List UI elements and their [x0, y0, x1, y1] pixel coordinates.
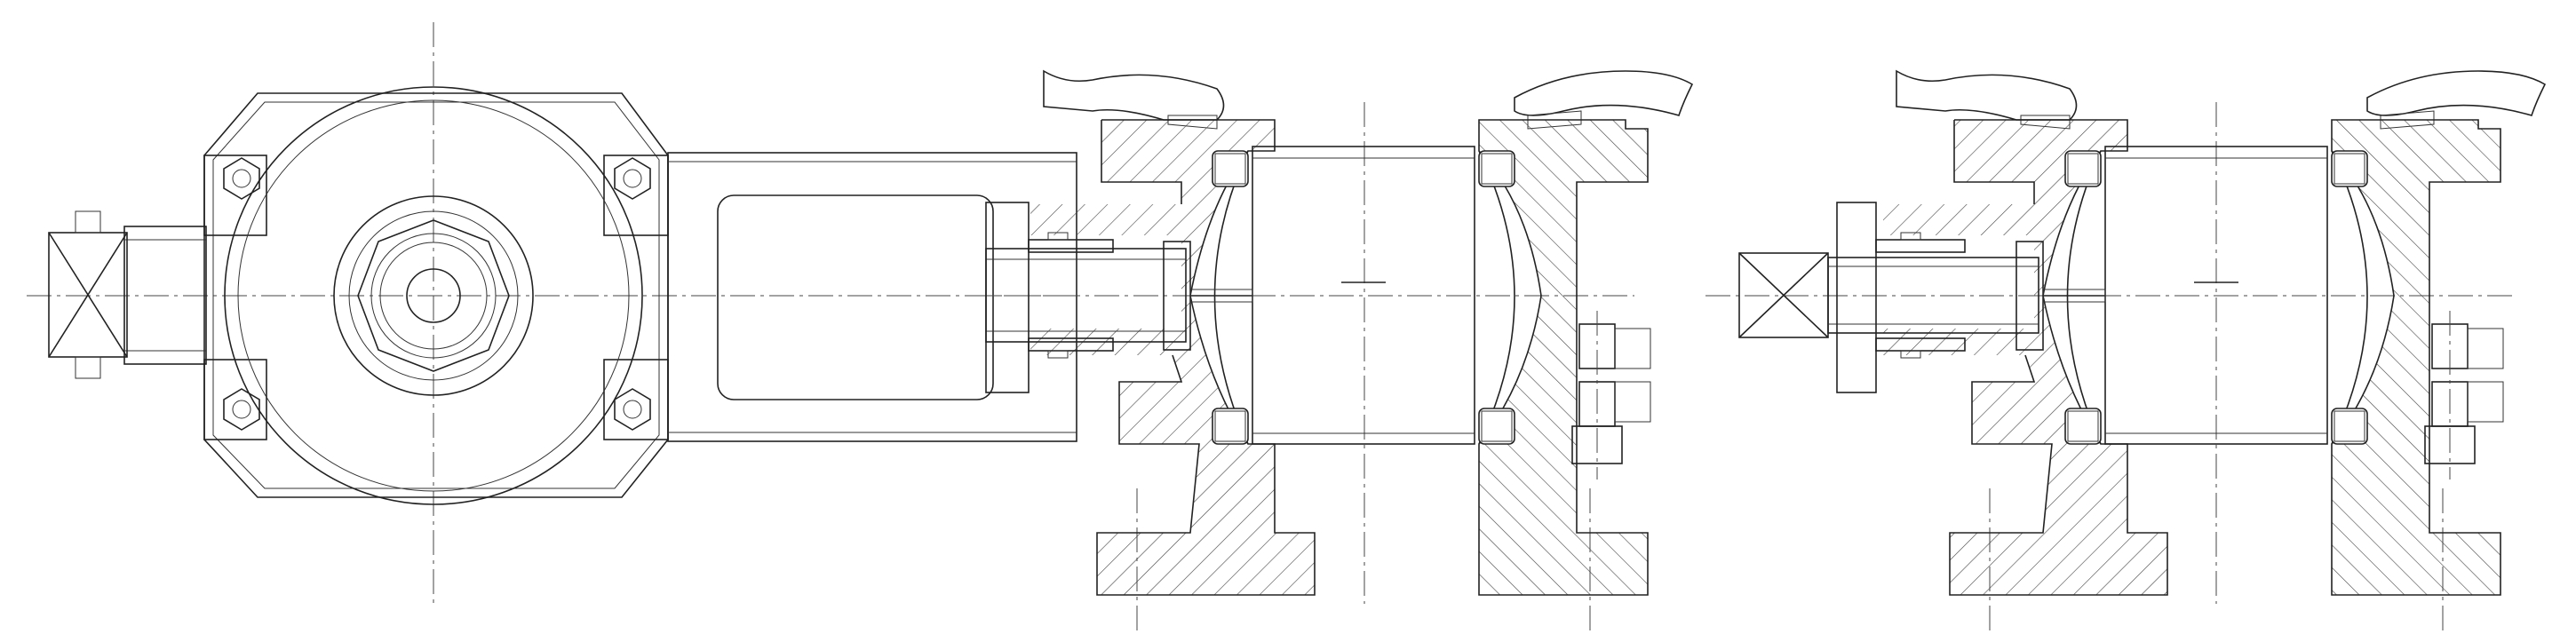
break-section-right [2366, 70, 2547, 116]
seat-ring [2331, 408, 2368, 445]
packing [1028, 337, 1114, 352]
ball-right-profile [1478, 150, 1515, 445]
break-section-left [1043, 69, 1225, 121]
valve-section-bare-stem [1705, 69, 2547, 635]
bolt-head [223, 388, 260, 431]
bracket-window [717, 194, 994, 400]
seat-ring [2331, 150, 2368, 187]
actuator-end-view [27, 22, 1077, 604]
drive-boss [333, 195, 534, 396]
bolt-head [614, 157, 651, 200]
ball-right-profile [2331, 150, 2368, 445]
packing [1028, 239, 1114, 253]
gland-flange [985, 202, 1030, 393]
corner-boss [203, 155, 267, 236]
packing [1875, 239, 1966, 253]
ball-bore [1252, 146, 1475, 445]
bracket-housing [667, 152, 1077, 442]
break-section-right [1514, 70, 1694, 116]
corner-boss [603, 155, 669, 236]
center-bore [406, 268, 461, 323]
input-shaft-housing [123, 226, 207, 365]
seat-ring [1212, 150, 1249, 187]
ball-left-profile [2066, 150, 2102, 445]
gland-flange [1836, 202, 1877, 393]
ball-left-profile [1213, 150, 1249, 445]
bolt-head [223, 157, 260, 200]
seat-ring [2064, 408, 2102, 445]
seat-ring [2064, 150, 2102, 187]
seat-ring [1212, 408, 1249, 445]
seat-ring [1478, 150, 1515, 187]
body-right-half [2332, 120, 2500, 595]
break-section-left [1896, 69, 2078, 121]
bolt-head [614, 388, 651, 431]
stem [1827, 257, 2039, 334]
body-left-half [1883, 120, 2167, 595]
body-left-half [1030, 120, 1315, 595]
hex-nut [357, 219, 510, 372]
flange-bolt-head [1571, 425, 1623, 464]
seat-ring [1478, 408, 1515, 445]
gearbox-housing [203, 92, 669, 498]
body-right-half [1479, 120, 1648, 595]
flange-bolt-head [2424, 425, 2476, 464]
valve-section-with-actuator [977, 69, 1694, 635]
gear-cover-outer [224, 86, 643, 505]
